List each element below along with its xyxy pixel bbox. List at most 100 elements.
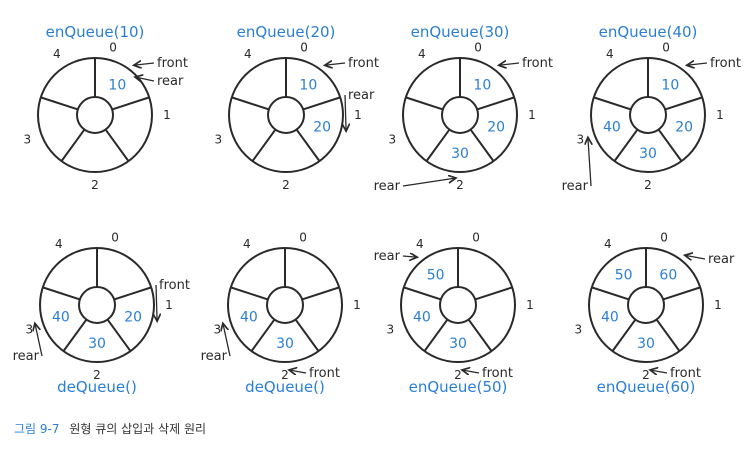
slot-divider (60, 128, 86, 162)
rear-arrow (685, 255, 706, 259)
slot-divider (403, 286, 442, 301)
slot-index-label: 3 (26, 323, 34, 337)
slot-divider (113, 286, 152, 301)
cell-value: 20 (487, 120, 505, 136)
front-pointer-label: front (670, 366, 701, 381)
slot-divider (657, 128, 683, 162)
cell-value: 30 (451, 146, 469, 162)
rear-arrow (402, 256, 417, 257)
cell-value: 20 (124, 310, 142, 326)
figure-caption: 그림 9-7 원형 큐의 삽입과 삭제 원리 (14, 420, 206, 437)
rear-pointer-label: rear (562, 179, 589, 194)
slot-index-label: 3 (215, 133, 223, 147)
front-arrow (687, 63, 708, 65)
slot-index-label: 2 (456, 178, 464, 192)
slot-index-label: 3 (389, 133, 397, 147)
slot-index-label: 0 (299, 230, 307, 244)
operation-label: enQueue(10) (46, 23, 145, 41)
slot-divider (294, 318, 320, 352)
front-arrow (462, 370, 480, 373)
cell-value: 10 (299, 77, 317, 93)
slot-index-label: 1 (163, 108, 171, 122)
rear-pointer-label: rear (13, 349, 40, 364)
inner-ring (267, 96, 305, 134)
cell-value: 40 (413, 310, 431, 326)
slot-index-label: 4 (55, 237, 63, 251)
slot-index-label: 0 (662, 40, 670, 54)
cell-value: 40 (601, 310, 619, 326)
slot-index-label: 2 (281, 368, 289, 382)
slot-divider (111, 96, 150, 111)
slot-index-label: 0 (111, 230, 119, 244)
slot-divider (662, 286, 701, 301)
front-arrow (650, 370, 668, 373)
slot-divider (106, 318, 132, 352)
rear-arrow (402, 178, 456, 187)
rear-pointer-label: rear (374, 249, 401, 264)
operation-label: enQueue(30) (411, 23, 510, 41)
slot-index-label: 1 (165, 298, 173, 312)
slot-index-label: 3 (214, 323, 222, 337)
operation-label: enQueue(20) (237, 23, 336, 41)
slot-divider (295, 128, 321, 162)
operation-label: enQueue(40) (599, 23, 698, 41)
cell-value: 40 (603, 120, 621, 136)
cell-value: 10 (661, 77, 679, 93)
slot-divider (231, 96, 270, 111)
rear-arrow (588, 137, 591, 187)
slot-index-label: 1 (714, 298, 722, 312)
slot-divider (476, 96, 515, 111)
slot-index-label: 4 (418, 47, 426, 61)
cell-value: 30 (88, 336, 106, 352)
slot-index-label: 0 (109, 40, 117, 54)
slot-index-label: 4 (416, 237, 424, 251)
inner-ring (629, 96, 667, 134)
operation-label: deQueue() (245, 378, 325, 396)
rear-arrow (135, 77, 155, 81)
front-pointer-label: front (482, 366, 513, 381)
slot-divider (664, 96, 703, 111)
cell-value: 30 (449, 336, 467, 352)
slot-divider (302, 96, 341, 111)
slot-divider (62, 318, 88, 352)
slot-divider (467, 318, 493, 352)
inner-ring (627, 286, 665, 324)
slot-index-label: 0 (472, 230, 480, 244)
slot-divider (423, 318, 449, 352)
front-arrow (499, 63, 520, 65)
slot-index-label: 4 (243, 237, 251, 251)
cell-value: 10 (108, 77, 126, 93)
slot-index-label: 1 (528, 108, 536, 122)
slot-index-label: 4 (604, 237, 612, 251)
figure-number: 그림 9-7 (14, 422, 60, 436)
slot-index-label: 2 (93, 368, 101, 382)
slot-index-label: 3 (577, 133, 585, 147)
slot-divider (613, 128, 639, 162)
slot-index-label: 1 (716, 108, 724, 122)
slot-divider (405, 96, 444, 111)
front-pointer-label: front (309, 366, 340, 381)
operation-label: enQueue(50) (409, 378, 508, 396)
slot-divider (40, 96, 79, 111)
rear-pointer-label: rear (374, 179, 401, 194)
slot-divider (611, 318, 637, 352)
cell-value: 40 (240, 310, 258, 326)
slot-divider (425, 128, 451, 162)
front-pointer-label: front (710, 56, 741, 71)
inner-ring (78, 286, 116, 324)
inner-ring (76, 96, 114, 134)
cell-value: 50 (427, 267, 445, 283)
slot-divider (250, 318, 276, 352)
slot-index-label: 2 (644, 178, 652, 192)
slot-index-label: 2 (282, 178, 290, 192)
slot-index-label: 4 (53, 47, 61, 61)
cell-value: 30 (639, 146, 657, 162)
slot-index-label: 3 (387, 323, 395, 337)
slot-divider (251, 128, 277, 162)
front-arrow (289, 370, 307, 373)
